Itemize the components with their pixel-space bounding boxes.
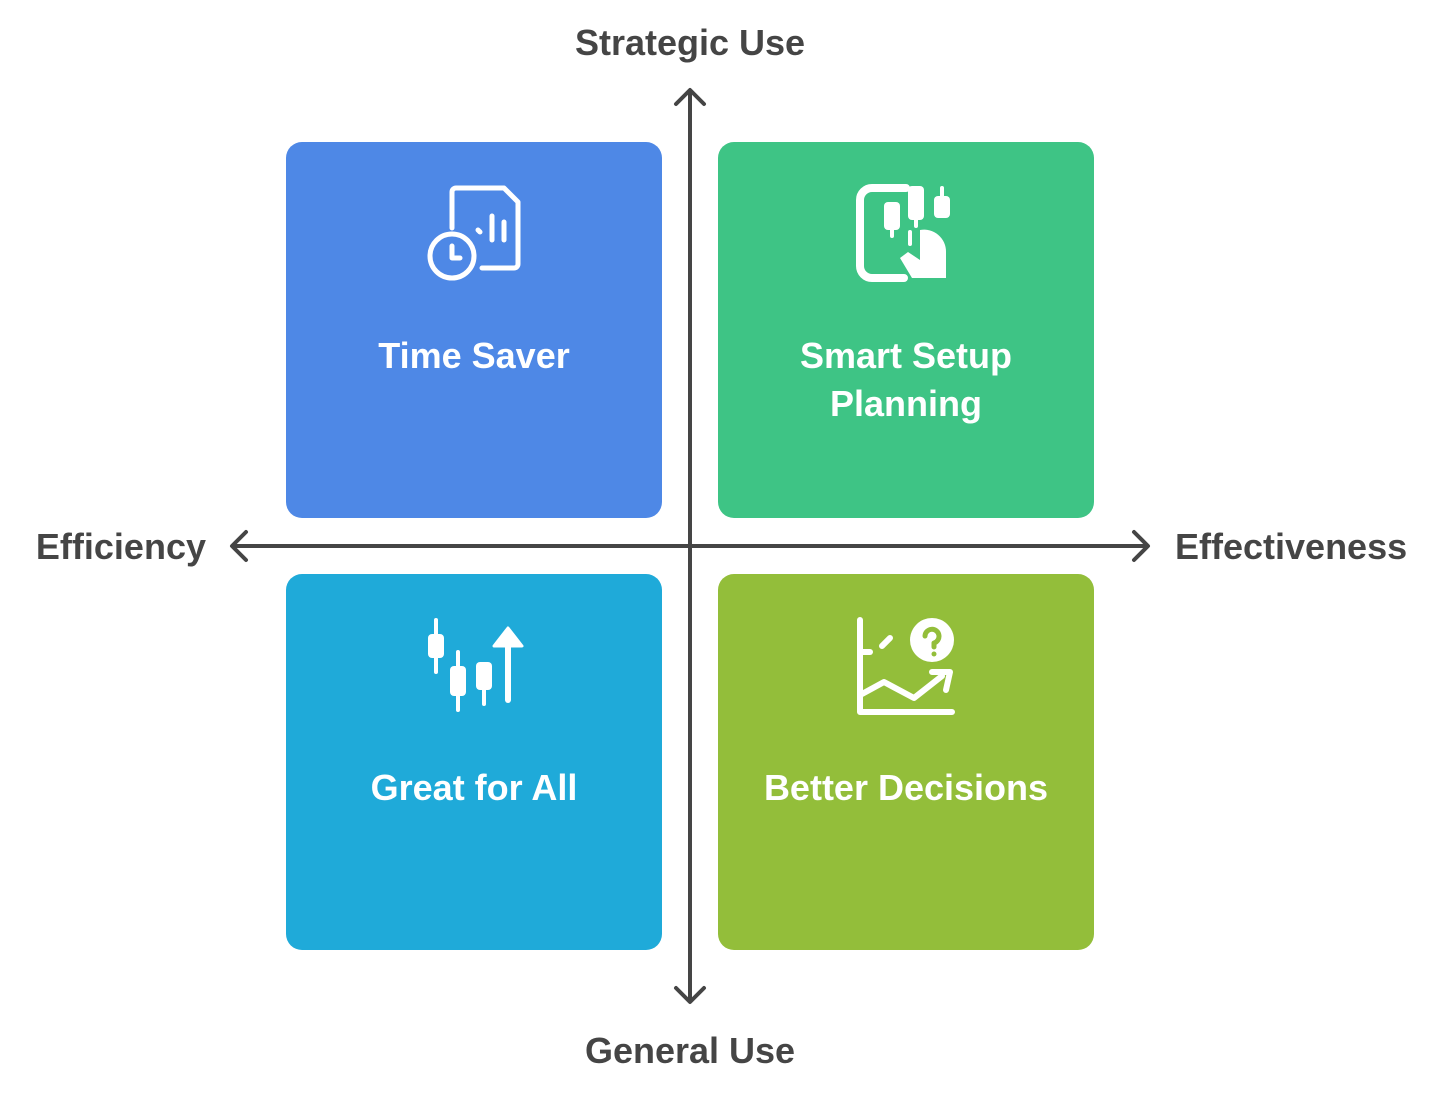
- arrow-left-icon: [230, 530, 248, 562]
- axis-label-bottom: General Use: [584, 1030, 796, 1071]
- axis-label-top: Strategic Use: [574, 22, 806, 63]
- quadrant-title: Smart Setup Planning: [799, 335, 1013, 424]
- chart-question-icon: [857, 617, 955, 715]
- quadrant-better-decisions: Better Decisions: [718, 574, 1094, 950]
- arrow-up-icon: [674, 88, 706, 106]
- arrow-right-icon: [1132, 530, 1150, 562]
- document-chart-clock-icon: [427, 185, 521, 281]
- axis-label-right: Effectiveness: [1175, 526, 1408, 567]
- quadrant-title: Great for All: [370, 767, 578, 808]
- quadrant-smart-setup-planning: Smart Setup Planning: [718, 142, 1094, 518]
- candlestick-arrow-up-icon: [428, 618, 524, 712]
- arrow-down-icon: [674, 986, 706, 1004]
- quadrant-title: Better Decisions: [763, 767, 1049, 808]
- tablet-candlestick-hand-icon: [856, 184, 950, 282]
- quadrant-time-saver: Time Saver: [286, 142, 662, 518]
- axis-label-left: Efficiency: [35, 526, 206, 567]
- quadrant-great-for-all: Great for All: [286, 574, 662, 950]
- quadrant-title: Time Saver: [378, 335, 570, 376]
